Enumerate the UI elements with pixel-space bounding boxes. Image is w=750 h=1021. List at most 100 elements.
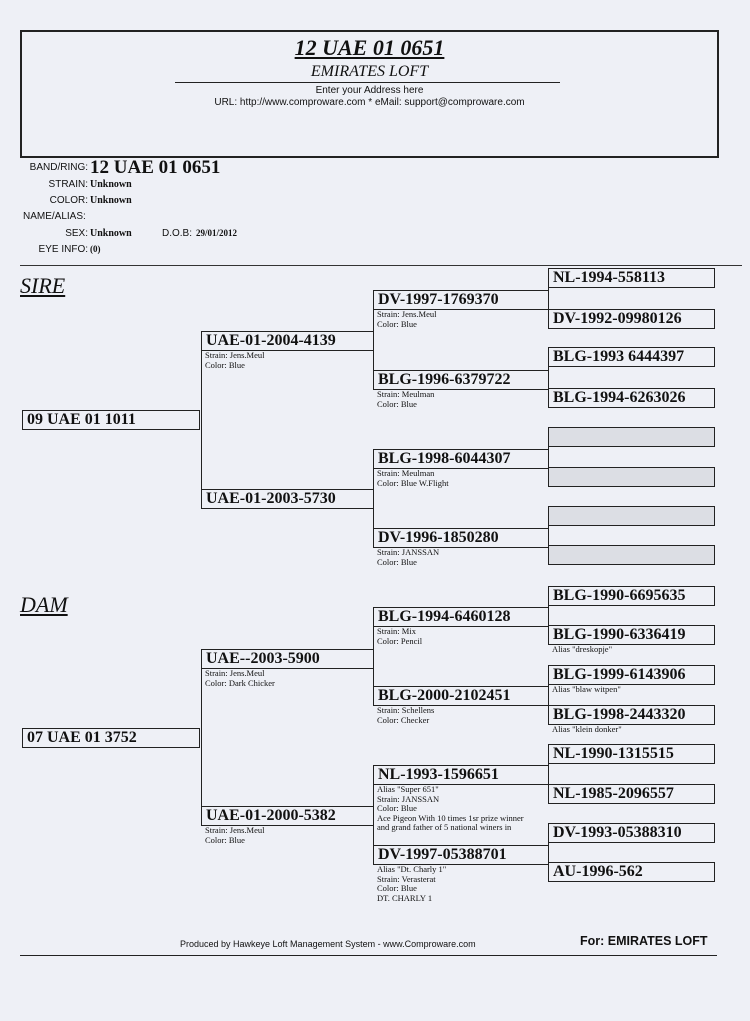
gen3-ring-box: DV-1997-1769370 [373, 290, 549, 310]
connector-line [548, 347, 549, 408]
gen4-ring-box [548, 427, 715, 447]
name-alias-label: NAME/ALIAS: [23, 211, 86, 222]
section-divider [20, 265, 742, 266]
for-loft: For: EMIRATES LOFT [580, 934, 708, 948]
sire-heading: SIRE [20, 273, 66, 298]
gen3-ring-box: BLG-1996-6379722 [373, 370, 549, 390]
connector-line [201, 649, 202, 826]
connector-line [373, 765, 374, 865]
gen3-detail: Color: Pencil [377, 635, 423, 646]
connector-line [548, 268, 549, 329]
connector-line [548, 665, 549, 725]
gen3-detail: Color: Blue [377, 398, 417, 409]
gen4-ring-box: BLG-1990-6336419 [548, 625, 715, 645]
sex-label: SEX: [65, 228, 88, 239]
strain-label: STRAIN: [48, 179, 88, 190]
bird-info: BAND/RING: 12 UAE 01 0651 STRAIN: Unknow… [0, 157, 400, 258]
gen4-ring-box: BLG-1993 6444397 [548, 347, 715, 367]
connector-line [548, 744, 549, 804]
gen2-detail: Color: Blue [205, 834, 245, 845]
gen2-ring-box: UAE-01-2004-4139 [201, 331, 374, 351]
produced-by: Produced by Hawkeye Loft Management Syst… [180, 939, 476, 949]
gen4-detail: Alias "klein donker" [552, 724, 622, 734]
gen2-detail: Color: Dark Chicker [205, 677, 275, 688]
gen3-detail: Color: Checker [377, 714, 430, 725]
gen4-ring-box: NL-1985-2096557 [548, 784, 715, 804]
band-label: BAND/RING: [29, 162, 88, 173]
gen4-ring-box [548, 545, 715, 565]
gen3-detail: DT. CHARLY 1 [377, 892, 433, 903]
color-label: COLOR: [49, 195, 88, 206]
gen3-detail: Color: Blue [377, 556, 417, 567]
gen4-ring-box [548, 467, 715, 487]
gen2-detail: Strain: Jens.Meul [205, 350, 265, 360]
gen3-detail: Color: Blue [377, 883, 417, 894]
gen3-ring-box: BLG-2000-2102451 [373, 686, 549, 706]
gen3-detail: Color: Blue [377, 803, 417, 814]
address-text: Enter your Address here [315, 85, 424, 96]
gen3-detail: Strain: Verasterat [377, 873, 436, 884]
gen3-detail: Strain: Meulman [377, 389, 435, 399]
connector-line [201, 331, 202, 509]
color-value: Unknown [90, 195, 132, 206]
gen4-detail: Alias "dreskopje" [552, 644, 613, 654]
connector-line [548, 586, 549, 645]
sex-value: Unknown [90, 228, 132, 239]
gen4-ring-box: AU-1996-562 [548, 862, 715, 882]
gen3-detail: Strain: Jens.Meul [377, 309, 437, 319]
loft-name: EMIRATES LOFT [310, 63, 429, 80]
gen2-ring-box: UAE-01-2000-5382 [201, 806, 374, 826]
gen3-detail: Strain: Schellens [377, 705, 435, 715]
gen3-detail: Alias "Super 651" [377, 784, 439, 794]
gen3-ring-box: BLG-1998-6044307 [373, 449, 549, 469]
gen3-detail: Alias "Dt. Charly 1" [377, 864, 447, 874]
contact-line: URL: http://www.comproware.com * eMail: … [214, 97, 525, 108]
connector-line [373, 449, 374, 548]
gen4-ring-box: NL-1990-1315515 [548, 744, 715, 764]
gen2-detail: Strain: Jens.Meul [205, 668, 265, 678]
gen4-detail: Alias "blaw witpen" [552, 684, 621, 694]
eye-info-value: (0) [90, 244, 101, 254]
report-title: 12 UAE 01 0651 [294, 35, 445, 60]
gen3-ring-box: NL-1993-1596651 [373, 765, 549, 785]
gen3-detail: Strain: Mix [377, 626, 416, 636]
gen4-ring-box: BLG-1994-6263026 [548, 388, 715, 408]
gen3-detail: Color: Blue W.Flight [377, 477, 449, 488]
gen3-detail: Ace Pigeon With 10 times 1sr prize winne… [377, 812, 524, 823]
strain-value: Unknown [90, 179, 132, 190]
gen4-ring-box [548, 506, 715, 526]
footer-divider [20, 955, 717, 956]
header-divider [175, 82, 560, 83]
band-value: 12 UAE 01 0651 [90, 157, 221, 178]
connector-line [548, 427, 549, 487]
gen2-detail: Strain: Jens.Meul [205, 825, 265, 835]
gen4-ring-box: BLG-1998-2443320 [548, 705, 715, 725]
gen2-ring-box: UAE--2003-5900 [201, 649, 374, 669]
gen4-ring-box: BLG-1999-6143906 [548, 665, 715, 685]
gen3-detail: Strain: JANSSAN [377, 793, 440, 804]
gen4-ring-box: DV-1993-05388310 [548, 823, 715, 843]
gen3-ring-box: BLG-1994-6460128 [373, 607, 549, 627]
connector-line [548, 506, 549, 565]
eye-info-label: EYE INFO: [38, 244, 88, 255]
gen1-ring-box: 09 UAE 01 1011 [22, 410, 200, 430]
gen4-ring-box: DV-1992-09980126 [548, 309, 715, 329]
dob-label: D.O.B: [162, 228, 193, 239]
gen3-detail: Strain: JANSSAN [377, 547, 440, 557]
gen3-detail: Strain: Meulman [377, 468, 435, 478]
gen3-detail: and grand father of 5 national winers in [377, 822, 512, 833]
report-header: 12 UAE 01 0651 EMIRATES LOFT Enter your … [20, 30, 719, 158]
gen2-ring-box: UAE-01-2003-5730 [201, 489, 374, 509]
gen3-detail: Color: Blue [377, 318, 417, 329]
gen4-ring-box: NL-1994-558113 [548, 268, 715, 288]
gen3-ring-box: DV-1996-1850280 [373, 528, 549, 548]
gen2-detail: Color: Blue [205, 359, 245, 370]
gen1-ring-box: 07 UAE 01 3752 [22, 728, 200, 748]
dob-value: 29/01/2012 [196, 228, 238, 238]
gen4-ring-box: BLG-1990-6695635 [548, 586, 715, 606]
connector-line [548, 823, 549, 882]
gen3-ring-box: DV-1997-05388701 [373, 845, 549, 865]
dam-heading: DAM [20, 592, 68, 617]
connector-line [373, 607, 374, 706]
connector-line [373, 290, 374, 390]
